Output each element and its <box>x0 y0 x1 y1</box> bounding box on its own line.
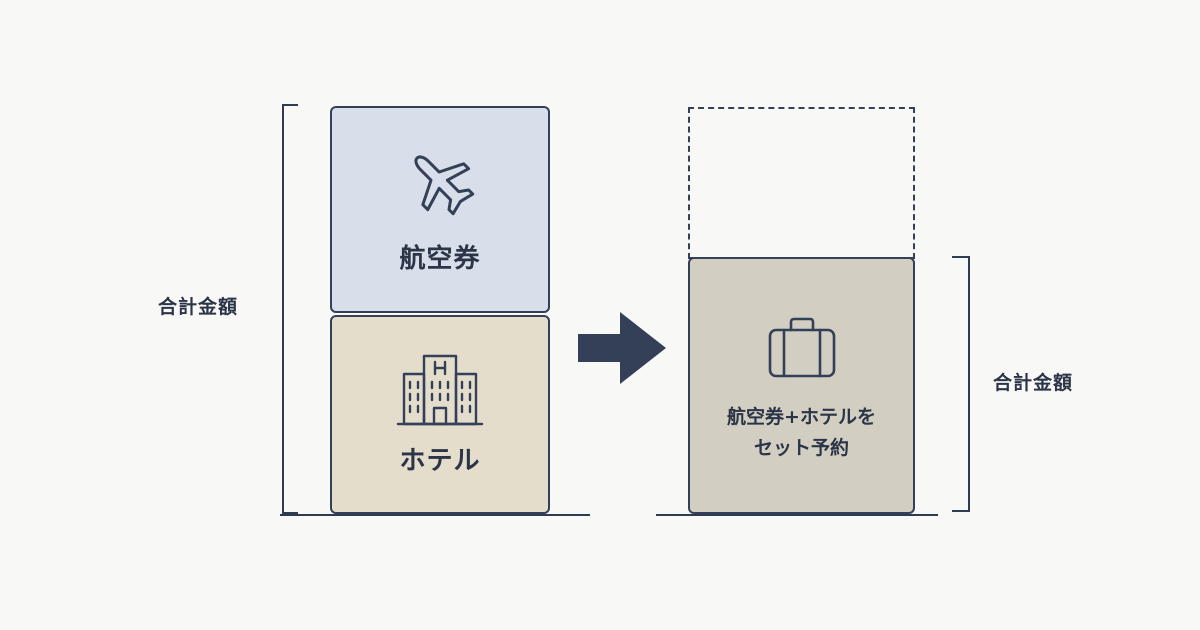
hotel-label: ホテル <box>399 446 481 476</box>
airplane-icon <box>403 144 477 218</box>
left-total-label: 合計金額 <box>158 296 239 318</box>
savings-dashed-outline <box>688 107 915 259</box>
package-label-line1: 航空券+ホテルを <box>727 405 876 428</box>
left-total-bracket <box>282 104 298 514</box>
arrow-right-icon <box>578 312 668 384</box>
right-total-bracket <box>952 256 970 512</box>
right-baseline <box>656 514 938 516</box>
hotel-box: ホテル <box>330 315 550 514</box>
flight-box: 航空券 <box>330 106 550 313</box>
package-box: 航空券+ホテルを セット予約 <box>688 257 915 514</box>
flight-label: 航空券 <box>399 244 481 274</box>
suitcase-icon <box>767 316 837 380</box>
hotel-building-icon <box>396 352 484 426</box>
left-baseline <box>280 514 590 516</box>
right-total-label: 合計金額 <box>993 372 1074 394</box>
package-label-line2: セット予約 <box>753 436 849 459</box>
